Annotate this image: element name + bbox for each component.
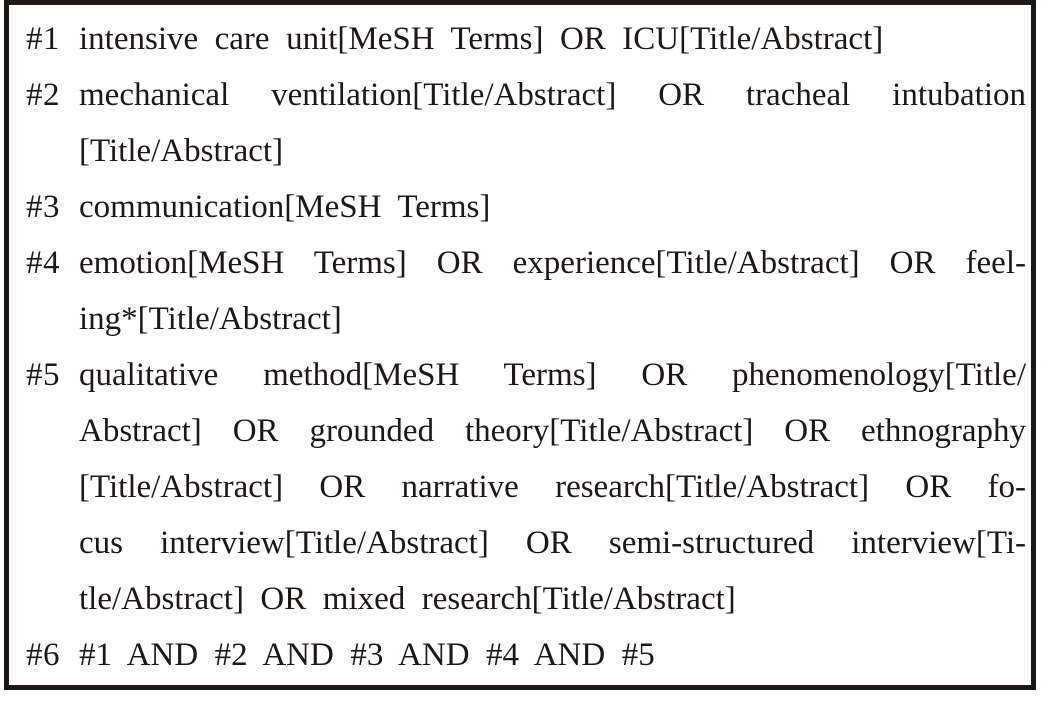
- query-list: #1 intensive care unit[MeSH Terms] OR IC…: [26, 11, 1026, 681]
- query-line: qualitative method[MeSH Terms] OR phenom…: [79, 357, 1026, 393]
- query-line: cus interview[Title/Abstract] OR semi-st…: [79, 525, 1026, 561]
- query-number-3: #3: [26, 189, 60, 225]
- query-item-1: #1 intensive care unit[MeSH Terms] OR IC…: [26, 11, 1026, 67]
- query-text-6: #1 AND #2 AND #3 AND #4 AND #5: [79, 627, 1026, 683]
- query-line: [Title/Abstract] OR narrative research[T…: [79, 469, 1026, 505]
- query-line: ing*[Title/Abstract]: [79, 301, 342, 337]
- query-line: Abstract] OR grounded theory[Title/Abstr…: [79, 413, 1026, 449]
- query-number-2: #2: [26, 77, 60, 113]
- query-number-5: #5: [26, 357, 60, 393]
- search-strategy-frame: #1 intensive care unit[MeSH Terms] OR IC…: [4, 0, 1036, 690]
- query-line: mechanical ventilation[Title/Abstract] O…: [79, 77, 1026, 113]
- query-number-1: #1: [26, 21, 60, 57]
- query-item-3: #3 communication[MeSH Terms]: [26, 179, 1026, 235]
- query-number-6: #6: [26, 637, 60, 673]
- query-item-5: #5 qualitative method[MeSH Terms] OR phe…: [26, 347, 1026, 627]
- query-text-3: communication[MeSH Terms]: [79, 179, 1026, 235]
- query-line: [Title/Abstract]: [79, 133, 284, 169]
- query-text-2: mechanical ventilation[Title/Abstract] O…: [79, 67, 1026, 179]
- query-text-4: emotion[MeSH Terms] OR experience[Title/…: [79, 235, 1026, 347]
- query-number-4: #4: [26, 245, 60, 281]
- query-line: #1 AND #2 AND #3 AND #4 AND #5: [79, 637, 655, 673]
- query-line: emotion[MeSH Terms] OR experience[Title/…: [79, 245, 1026, 281]
- query-item-6: #6 #1 AND #2 AND #3 AND #4 AND #5: [26, 627, 1026, 683]
- query-text-5: qualitative method[MeSH Terms] OR phenom…: [79, 347, 1026, 627]
- query-item-4: #4 emotion[MeSH Terms] OR experience[Tit…: [26, 235, 1026, 347]
- query-line: intensive care unit[MeSH Terms] OR ICU[T…: [79, 21, 884, 57]
- query-text-1: intensive care unit[MeSH Terms] OR ICU[T…: [79, 11, 1026, 67]
- query-line: communication[MeSH Terms]: [79, 189, 491, 225]
- query-item-2: #2 mechanical ventilation[Title/Abstract…: [26, 67, 1026, 179]
- query-line: tle/Abstract] OR mixed research[Title/Ab…: [79, 581, 736, 617]
